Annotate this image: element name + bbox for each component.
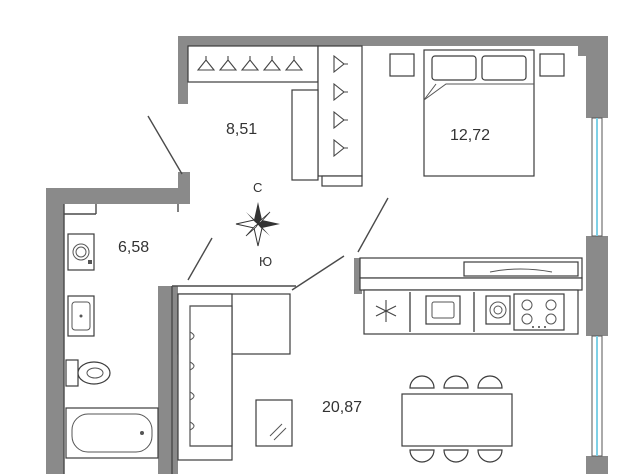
- compass-rose-icon: [235, 202, 280, 247]
- room-area-bedroom: 12,72: [450, 127, 490, 144]
- sink-icon: [67, 295, 95, 337]
- washing-machine-icon: [485, 295, 511, 325]
- hall-cabinet: [291, 89, 319, 181]
- stove-icon: [513, 293, 565, 331]
- compass-south-label: Ю: [259, 254, 272, 269]
- bathtub-icon: [65, 407, 159, 459]
- coffee-table: [255, 399, 293, 447]
- bedroom-furniture: [389, 49, 565, 177]
- bed-icon: [423, 49, 535, 177]
- room-area-bathroom: 6,58: [118, 239, 149, 256]
- hall-wardrobe: [187, 45, 319, 83]
- nightstand-right: [539, 53, 565, 77]
- hanger-icon: [196, 56, 304, 71]
- nightstand-left: [389, 53, 415, 77]
- window-upper: [591, 117, 603, 237]
- bathroom-walls: [63, 204, 296, 474]
- sink-icon: [425, 295, 461, 325]
- dining-table-icon: [401, 375, 513, 463]
- compass-north-label: С: [253, 180, 262, 195]
- sofa-icon: [177, 293, 291, 461]
- toilet-icon: [65, 359, 111, 387]
- window-lower: [591, 335, 603, 457]
- washing-machine-icon: [67, 233, 95, 271]
- room-area-living-kitchen: 20,87: [322, 399, 362, 416]
- hall-wardrobe-vertical: [317, 45, 363, 187]
- hanger-icon: [333, 54, 348, 158]
- snowflake-icon: [375, 300, 397, 322]
- door-swings: [147, 115, 389, 291]
- walls: [46, 36, 608, 474]
- room-area-hall: 8,51: [226, 121, 257, 138]
